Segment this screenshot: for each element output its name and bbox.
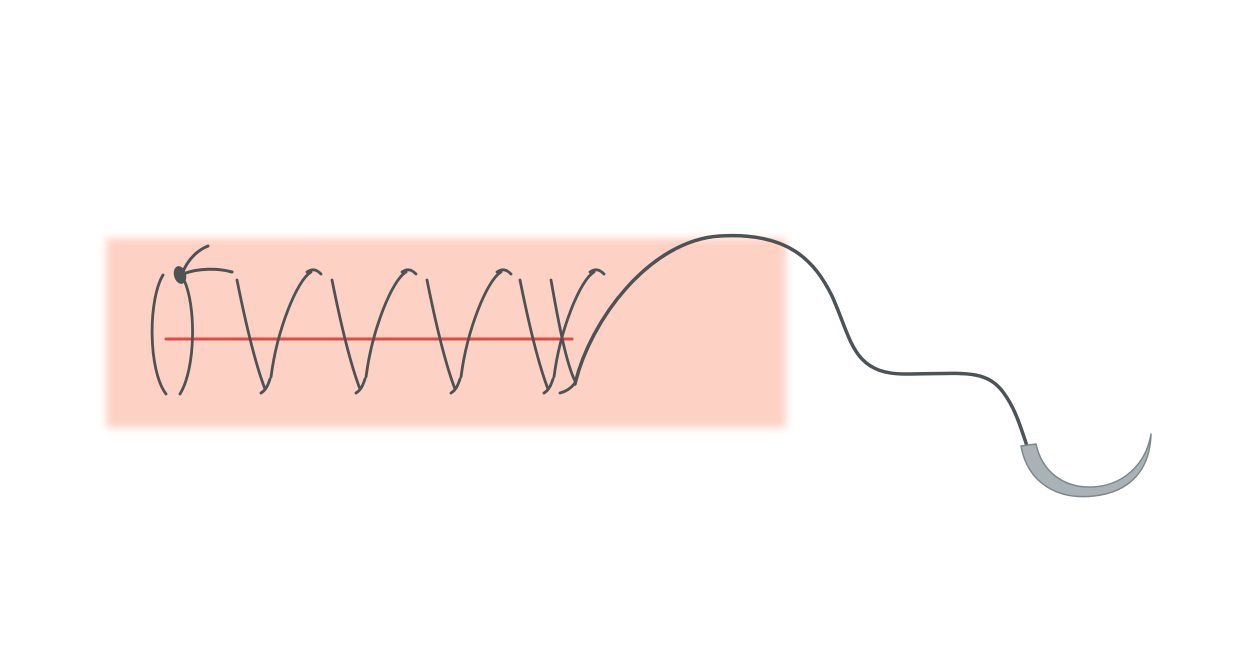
stitch-top-hook — [305, 268, 323, 276]
stitch-bottom-hook — [354, 377, 367, 395]
free-thread — [573, 233, 1029, 448]
stitch-front-strand — [552, 270, 596, 379]
stitch-bottom-hook — [542, 377, 555, 395]
stitch-top-hook — [400, 268, 418, 276]
stitch-loop-left — [150, 273, 168, 396]
stitch-back-strand — [518, 278, 550, 391]
stitch-bottom-hook — [449, 377, 462, 395]
stitch-top-hook — [588, 268, 606, 276]
stitch-back-strand — [425, 278, 457, 391]
stitch-back-strand — [330, 278, 362, 391]
stitch-back-strand — [235, 278, 267, 391]
stitch-bottom-hook — [259, 377, 272, 395]
stitch-front-strand — [269, 270, 313, 379]
skin-patch — [106, 238, 786, 428]
stitch-top-hook — [495, 268, 513, 276]
knot — [173, 244, 234, 284]
needle-icon — [1020, 433, 1152, 498]
stitch-front-strand — [459, 270, 503, 379]
stitch-back-strand — [549, 278, 577, 383]
stitch-loop-right — [178, 278, 194, 396]
stitch-front-strand — [364, 270, 408, 379]
running-stitches — [150, 268, 606, 396]
